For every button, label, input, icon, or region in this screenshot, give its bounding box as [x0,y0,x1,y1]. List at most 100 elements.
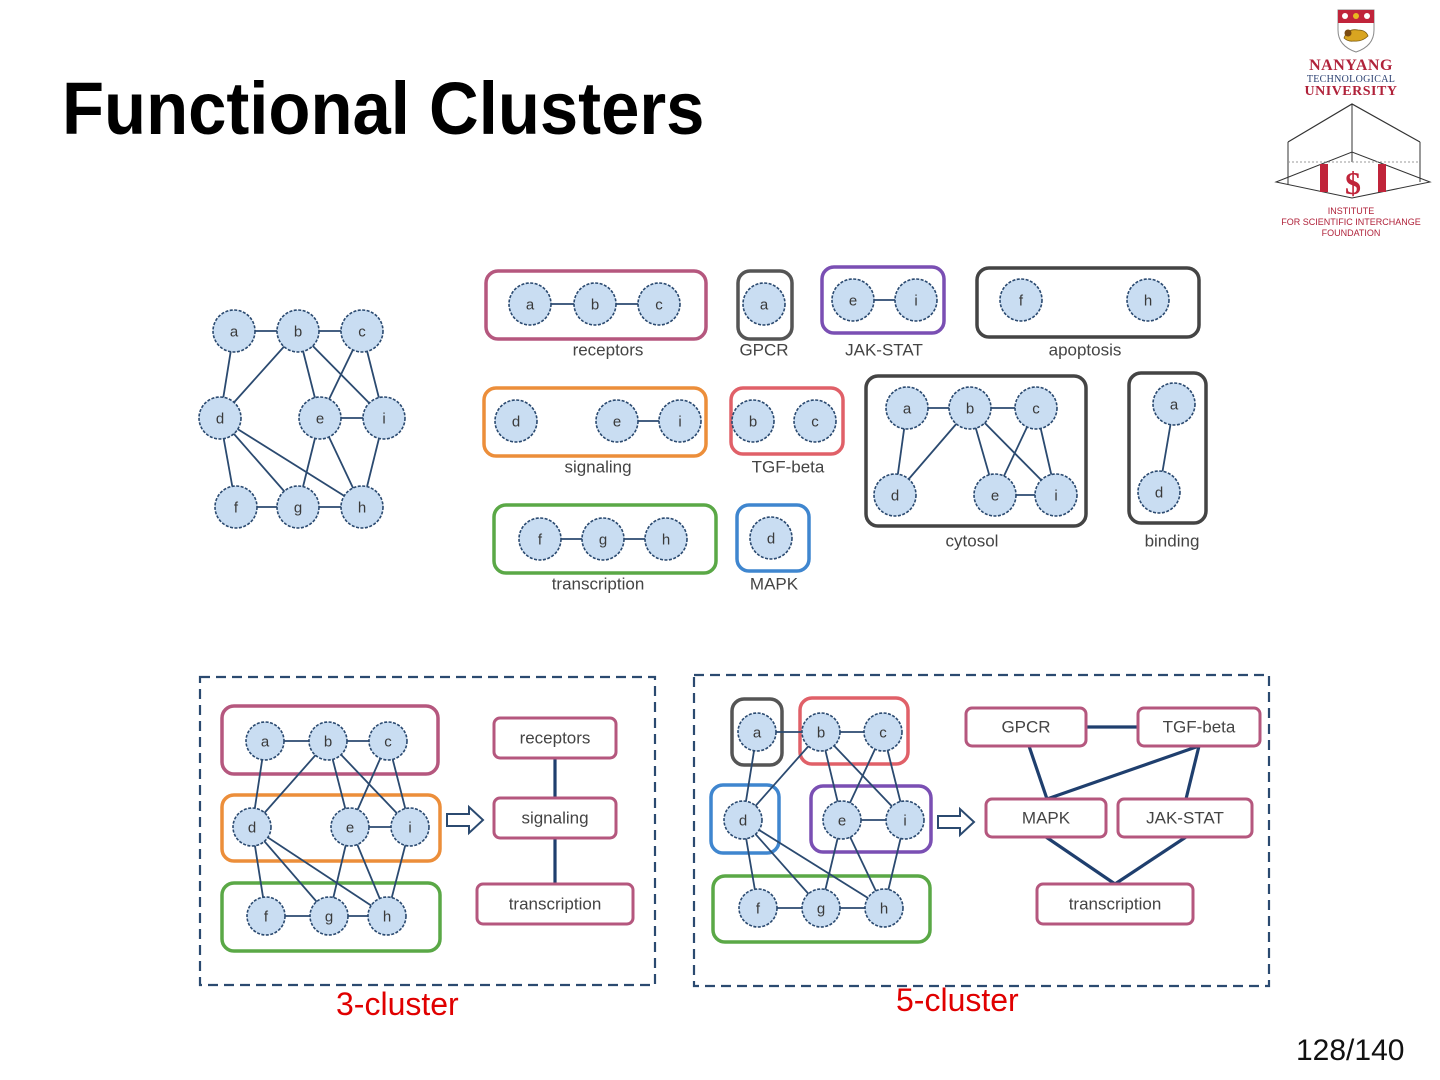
three-cluster-edge-d-h [251,826,388,917]
three-cluster-node-label-i: i [408,820,411,837]
group-box-tgf-beta [729,386,845,456]
group-tgf-beta-node-label-c: c [811,414,819,431]
group-signaling-node-i [658,399,702,443]
full-network-node-label-i: i [382,411,385,428]
five-cluster-summary-edge-tgf-beta-jak-stat [1184,745,1201,800]
group-tgf-beta-node-c [793,399,837,443]
five-cluster-node-b [801,712,841,752]
five-cluster-summary-label-tgf-beta: TGF-beta [1163,718,1236,737]
group-box-gpcr [736,269,794,341]
institution-logo: NANYANG TECHNOLOGICAL UNIVERSITY $ INSTI… [1266,6,1436,246]
group-apoptosis-node-f [999,278,1043,322]
full-network-node-b [276,309,320,353]
caption-3-cluster: 3-cluster [336,986,459,1022]
group-label-gpcr: GPCR [739,341,788,360]
group-binding-node-a [1152,382,1196,426]
three-cluster-node-i [390,807,430,847]
full-network-node-label-f: f [234,500,239,517]
three-cluster-summary-box-receptors [492,716,618,760]
group-receptors-node-label-c: c [655,297,663,314]
group-cytosol-node-i [1034,473,1078,517]
group-gpcr-node-label-a: a [760,297,769,314]
five-cluster-node-label-i: i [903,813,906,830]
three-cluster-node-label-a: a [261,734,270,751]
three-cluster-node-label-e: e [346,820,354,837]
group-tgf-beta-node-b [731,399,775,443]
group-cytosol-node-d [873,473,917,517]
five-cluster-summary-box-tgf-beta [1136,706,1262,748]
five-cluster-node-label-h: h [880,901,888,918]
group-label-receptors: receptors [573,341,644,360]
five-cluster-summary-label-gpcr: GPCR [1001,718,1050,737]
three-cluster-cluster-box-1 [220,793,442,863]
group-label-transcription: transcription [552,575,645,594]
group-signaling-node-e [595,399,639,443]
group-jak-stat-node-e [831,278,875,322]
three-cluster-node-label-b: b [324,734,332,751]
logo-institute-line-3: FOUNDATION [1321,228,1381,238]
full-network-edge-d-h [219,417,363,508]
five-cluster-node-f [738,888,778,928]
group-jak-stat-node-label-e: e [849,293,857,310]
logo-institute-line-2: FOR SCIENTIFIC INTERCHANGE [1281,217,1421,227]
five-cluster-summary-box-jak-stat [1116,797,1254,839]
group-box-receptors [484,269,708,341]
five-cluster-summary-label-jak-stat: JAK-STAT [1146,809,1224,828]
full-network-node-label-a: a [230,324,239,341]
group-jak-stat-node-i [894,278,938,322]
five-cluster-node-label-d: d [739,813,747,830]
group-transcription-node-f [518,517,562,561]
group-label-signaling: signaling [564,458,631,477]
five-cluster-node-i [885,800,925,840]
five-cluster-node-label-f: f [756,901,761,918]
group-box-binding [1127,371,1208,525]
group-cytosol-node-label-a: a [903,401,912,418]
full-network-node-label-d: d [216,411,224,428]
group-tgf-beta-node-label-b: b [749,414,757,431]
group-transcription-node-label-h: h [662,532,670,549]
full-network-node-label-h: h [358,500,366,517]
logo-line-1: NANYANG [1309,57,1393,74]
group-cytosol-node-label-e: e [991,488,999,505]
full-network-node-label-e: e [316,411,324,428]
five-cluster-arrow-icon [937,806,976,838]
five-cluster-node-a [737,712,777,752]
group-signaling-node-label-d: d [512,414,520,431]
full-network-node-c [340,309,384,353]
five-cluster-summary-edge-tgf-beta-mapk [1046,744,1200,801]
group-jak-stat-node-label-i: i [914,293,917,310]
five-cluster-summary-label-transcription: transcription [1069,895,1162,914]
group-binding-node-label-d: d [1155,485,1163,502]
five-cluster-summary-label-mapk: MAPK [1022,809,1071,828]
group-label-jak-stat: JAK-STAT [845,341,923,360]
group-label-apoptosis: apoptosis [1049,341,1122,360]
three-cluster-node-h [367,896,407,936]
three-cluster-node-a [245,721,285,761]
three-cluster-node-e [330,807,370,847]
group-mapk-node-label-d: d [767,531,775,548]
group-binding-node-d [1137,470,1181,514]
three-cluster-node-g [309,896,349,936]
group-receptors-node-label-a: a [526,297,535,314]
full-network-node-label-c: c [358,324,366,341]
five-cluster-cluster-box-3 [809,784,933,854]
full-network-node-f [214,485,258,529]
full-network-node-label-g: g [294,500,302,517]
group-label-binding: binding [1145,532,1200,551]
group-apoptosis-node-h [1126,278,1170,322]
group-label-cytosol: cytosol [946,532,999,551]
three-cluster-node-f [246,896,286,936]
three-cluster-node-label-c: c [384,734,392,751]
caption-5-cluster: 5-cluster [896,982,1019,1018]
group-transcription-node-label-f: f [538,532,543,549]
full-network-node-a [212,309,256,353]
group-signaling-node-label-i: i [678,414,681,431]
group-box-mapk [735,503,811,573]
ntu-crest-icon [1337,9,1375,53]
isi-drawing-icon: $ [1274,103,1432,201]
group-cytosol-node-b [948,386,992,430]
